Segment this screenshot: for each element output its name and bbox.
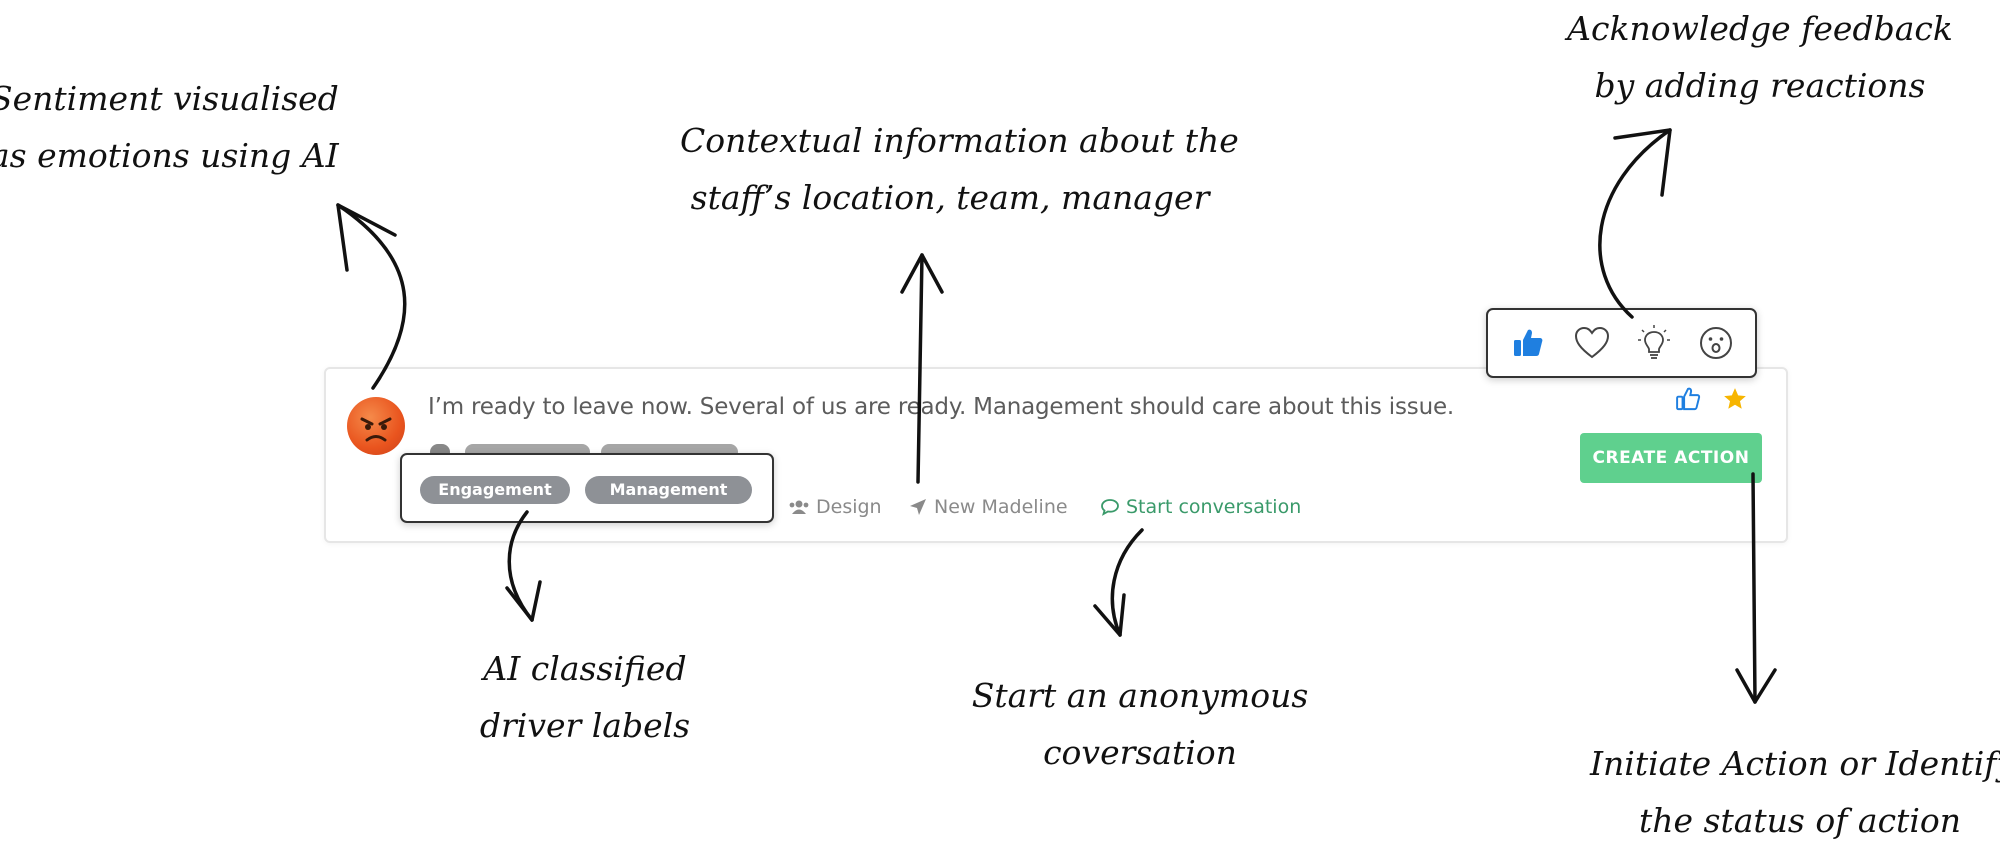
arrowhead bbox=[1093, 593, 1126, 637]
feedback-text: I’m ready to leave now. Several of us ar… bbox=[428, 394, 1455, 420]
surprised-face-icon bbox=[1700, 327, 1732, 359]
heart-icon bbox=[1574, 326, 1610, 359]
users-icon bbox=[789, 500, 809, 514]
arrow-action bbox=[1751, 472, 1757, 704]
annotation-line: Start an anonymous bbox=[971, 676, 1309, 715]
annotation-line: driver labels bbox=[479, 706, 691, 745]
annotation-line: by adding reactions bbox=[1594, 66, 1926, 105]
location-arrow-icon bbox=[910, 499, 926, 515]
team-meta: Design bbox=[788, 496, 882, 518]
arrowhead bbox=[900, 253, 944, 294]
arrow-sentiment bbox=[336, 203, 407, 390]
annotation-reactions: Acknowledge feedback by adding reactions bbox=[1560, 0, 1960, 114]
thumbs-up-status[interactable] bbox=[1673, 384, 1703, 414]
driver-labels-popup: Engagement Management bbox=[400, 453, 774, 523]
team-name: Design bbox=[816, 496, 882, 518]
annotation-labels: AI classified driver labels bbox=[470, 640, 700, 754]
manager-name: New Madeline bbox=[934, 496, 1068, 518]
annotation-context: Contextual information about the staff’s… bbox=[680, 112, 1239, 226]
annotation-line: AI classified bbox=[483, 649, 687, 688]
arrowhead bbox=[505, 580, 542, 622]
thumbs-up-icon bbox=[1676, 387, 1701, 411]
annotation-action: Initiate Action or Identify the status o… bbox=[1590, 735, 2000, 849]
thumbs-up-icon bbox=[1514, 329, 1543, 356]
tag-engagement[interactable]: Engagement bbox=[420, 476, 570, 504]
manager-meta: New Madeline bbox=[908, 496, 1068, 518]
annotation-line: the status of action bbox=[1638, 801, 1961, 840]
annotation-line: Initiate Action or Identify bbox=[1590, 744, 2000, 783]
reaction-heart[interactable] bbox=[1572, 323, 1612, 363]
reaction-idea[interactable] bbox=[1634, 323, 1674, 363]
tag-management[interactable]: Management bbox=[585, 476, 752, 504]
star-status[interactable] bbox=[1720, 384, 1750, 414]
star-icon bbox=[1724, 388, 1746, 409]
reactions-popup bbox=[1486, 308, 1757, 378]
annotation-line: coversation bbox=[1043, 733, 1237, 772]
annotation-line: Sentiment visualised bbox=[0, 79, 339, 118]
reaction-thumbs-up[interactable] bbox=[1508, 323, 1548, 363]
annotation-sentiment: Sentiment visualised as emotions using A… bbox=[0, 70, 339, 184]
annotation-line: Acknowledge feedback bbox=[1567, 9, 1953, 48]
lightbulb-icon bbox=[1638, 325, 1670, 359]
reaction-surprised[interactable] bbox=[1696, 323, 1736, 363]
arrow-context bbox=[916, 253, 924, 484]
arrowhead bbox=[336, 203, 397, 272]
arrow-reactions bbox=[1598, 128, 1672, 319]
start-conversation-link[interactable]: Start conversation bbox=[1100, 496, 1301, 518]
arrowhead bbox=[1613, 128, 1672, 197]
annotation-line: as emotions using AI bbox=[0, 136, 339, 175]
speech-bubble-icon bbox=[1101, 499, 1119, 516]
angry-face-icon bbox=[347, 397, 405, 455]
annotation-line: Contextual information about the bbox=[680, 121, 1239, 160]
arrowhead bbox=[1735, 668, 1777, 704]
start-conversation-label: Start conversation bbox=[1126, 496, 1302, 518]
create-action-button[interactable]: CREATE ACTION bbox=[1580, 433, 1762, 483]
annotation-conversation: Start an anonymous coversation bbox=[960, 667, 1320, 781]
annotation-line: staff’s location, team, manager bbox=[690, 178, 1210, 217]
arrow-conversation bbox=[1110, 528, 1144, 637]
